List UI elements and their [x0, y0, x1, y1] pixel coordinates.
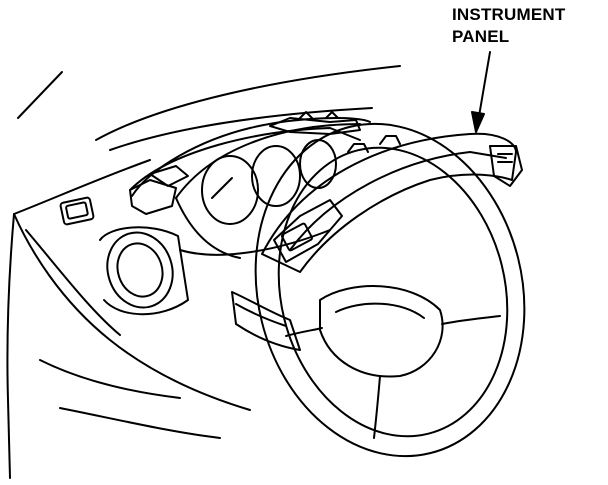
steering-wheel-spoke-left — [286, 328, 322, 336]
glovebox-edge — [40, 360, 180, 398]
gauge-right — [300, 140, 336, 188]
left-vent-inner — [66, 202, 88, 219]
gauge-center — [252, 146, 300, 206]
shroud-harness-left — [176, 198, 240, 258]
windshield-edge-line — [18, 72, 62, 118]
dash-top-line — [110, 108, 372, 150]
instrument-panel-shroud-rim — [176, 124, 360, 198]
bezel-switch-right — [490, 146, 522, 186]
round-vent-outer — [98, 224, 182, 316]
shroud-connector-left — [130, 180, 176, 214]
gauge-cluster-hood — [130, 128, 360, 190]
shroud-harness-clips — [300, 112, 338, 118]
bezel-switch-button — [281, 223, 312, 251]
a-pillar-line — [96, 66, 400, 140]
callout-arrowhead — [472, 112, 484, 132]
airbag-pad-detail — [336, 304, 424, 318]
bezel-switch-left — [274, 200, 342, 262]
lower-dash-curve — [14, 214, 250, 410]
round-vent-inner — [111, 238, 170, 303]
dashboard-front-edge — [14, 160, 150, 214]
dashboard-left-shell — [7, 214, 14, 478]
instrument-panel-shroud-top — [132, 118, 370, 196]
steering-wheel-rim-outer — [221, 95, 558, 480]
steering-column-line — [236, 304, 286, 326]
instrument-panel-bezel-outer — [262, 134, 516, 272]
gauge-left — [202, 156, 258, 224]
steering-wheel-spoke-lower — [374, 376, 380, 438]
callout-line-1: INSTRUMENT — [452, 5, 566, 24]
knee-panel-line — [60, 408, 220, 438]
instrument-panel-callout: INSTRUMENT PANEL — [452, 4, 565, 48]
callout-leader-line — [478, 52, 490, 122]
steering-wheel-spoke-right — [442, 316, 500, 324]
bezel-right-detail — [498, 154, 512, 162]
gauge-left-needle — [212, 178, 232, 198]
vent-housing — [100, 227, 188, 314]
steering-wheel-rim-inner — [249, 123, 537, 461]
steering-column — [232, 292, 300, 350]
instrument-panel-bezel-inner — [290, 152, 506, 250]
left-vent — [60, 197, 94, 225]
steering-wheel-hub — [320, 286, 443, 376]
callout-line-2: PANEL — [452, 27, 510, 46]
shroud-connector-left-2 — [150, 166, 188, 186]
lower-dash-inner-curve — [26, 230, 120, 335]
bezel-top-tabs — [348, 136, 400, 152]
